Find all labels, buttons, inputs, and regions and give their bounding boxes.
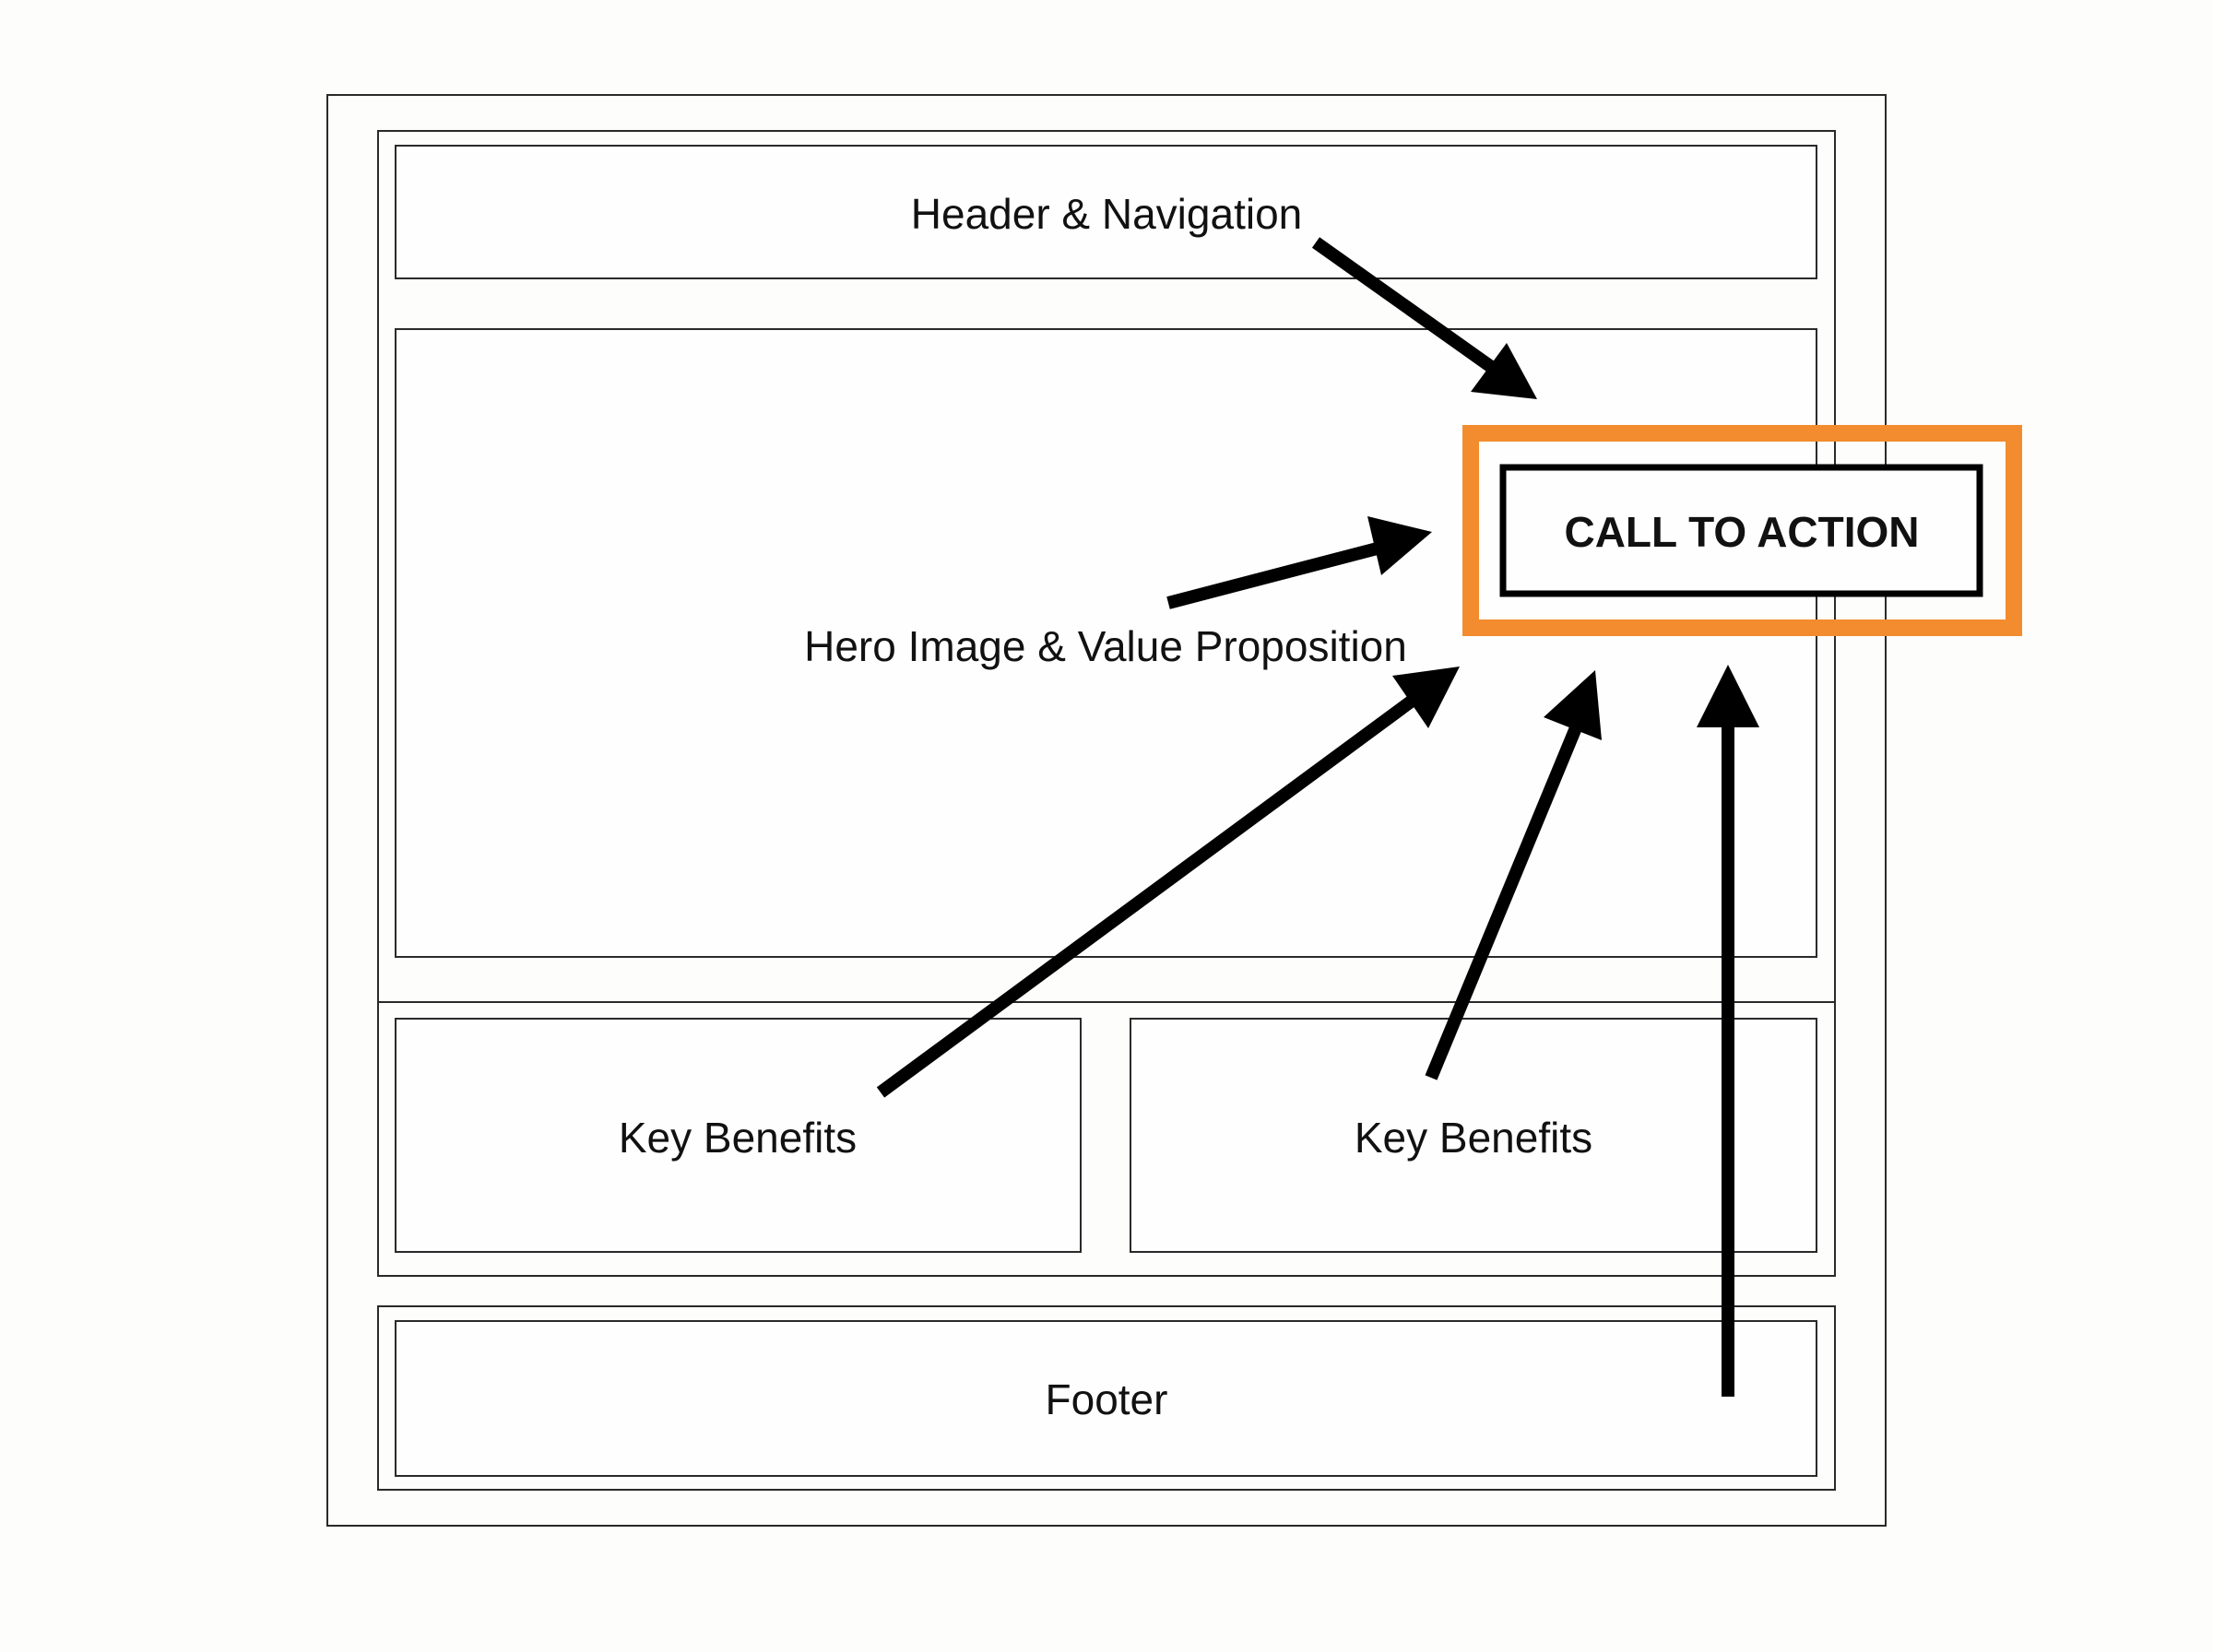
page-frame — [326, 94, 1887, 1527]
benefits-right-box — [1130, 1018, 1817, 1253]
arrow-head-icon — [1697, 665, 1759, 727]
arrow-head-icon — [1367, 516, 1432, 575]
arrow-shaft — [1311, 237, 1498, 374]
arrow-footer-to-cta — [1697, 665, 1759, 1397]
hero-section: Hero Image & Value Proposition — [395, 328, 1817, 958]
header-box — [395, 145, 1817, 279]
benefits-right-label: Key Benefits — [1355, 1114, 1592, 1162]
footer-box — [395, 1320, 1817, 1477]
arrow-shaft — [1166, 539, 1390, 609]
arrow-head-icon — [1544, 670, 1602, 740]
arrow-shaft — [876, 686, 1429, 1098]
header-section: Header & Navigation — [395, 145, 1817, 279]
benefits-left-label: Key Benefits — [619, 1114, 857, 1162]
footer-label: Footer — [1046, 1375, 1168, 1423]
cta-label: CALL TO ACTION — [1564, 508, 1919, 556]
header-label: Header & Navigation — [911, 190, 1302, 238]
arrow-head-icon — [1392, 667, 1460, 728]
arrow-header-to-cta — [1311, 237, 1537, 399]
arrow-head-icon — [1471, 343, 1537, 399]
footer-frame — [377, 1305, 1836, 1491]
cta-group: CALL TO ACTION — [1462, 425, 2022, 636]
arrow-benefits-left-to-cta — [876, 667, 1460, 1098]
hero-label: Hero Image & Value Proposition — [804, 622, 1407, 670]
cta-highlight-frame — [1462, 425, 2022, 636]
arrow-hero-to-cta — [1166, 516, 1432, 609]
benefits-left-box — [395, 1018, 1082, 1253]
arrow-shaft — [1425, 712, 1588, 1080]
content-frame — [377, 130, 1836, 1277]
footer-section: Footer — [377, 1305, 1836, 1491]
cta-button[interactable] — [1499, 464, 1983, 597]
arrow-benefits-right-to-cta — [1425, 670, 1602, 1080]
benefits-section: Key Benefits Key Benefits — [395, 1018, 1817, 1253]
